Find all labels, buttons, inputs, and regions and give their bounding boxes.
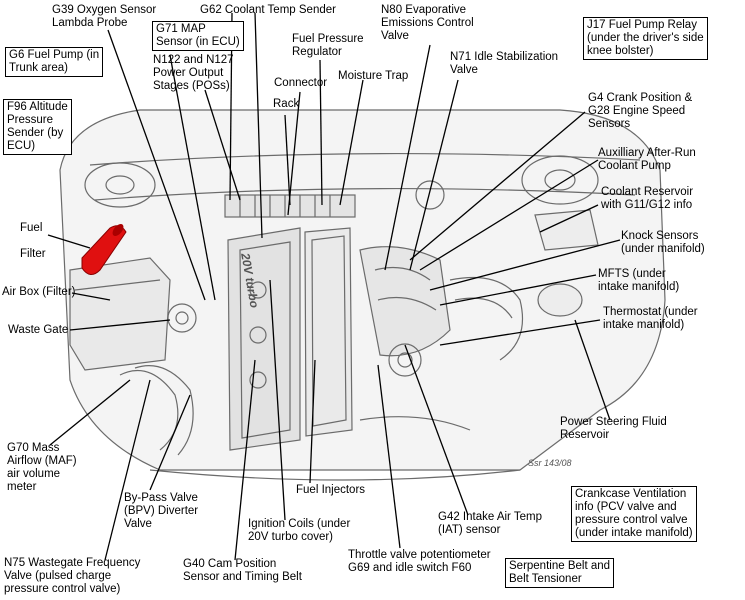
label-serpentine-belt: Serpentine Belt and Belt Tensioner: [505, 558, 615, 588]
label-n75-wastegate: N75 Wastegate Frequency Valve (pulsed ch…: [4, 557, 141, 595]
leader-fuel-filter: [47, 234, 91, 249]
label-ignition-coils: Ignition Coils (under 20V turbo cover): [248, 518, 351, 543]
leader-fpr: [319, 59, 323, 206]
label-coolant-reservoir: Coolant Reservoir with G11/G12 info: [601, 186, 694, 211]
leader-mfts: [439, 274, 597, 306]
label-fuel-pressure-regulator: Fuel Pressure Regulator: [292, 33, 364, 58]
leader-g6: [169, 54, 216, 301]
leader-rack: [284, 114, 291, 206]
leader-ignition: [269, 279, 286, 521]
leader-aux-pump: [419, 159, 599, 271]
label-connector: Connector: [274, 77, 328, 89]
ssr-code: Ssr 143/08: [528, 458, 572, 468]
leader-lines: [47, 12, 621, 561]
label-thermostat: Thermostat (under intake manifold): [603, 306, 698, 331]
leader-thermostat: [439, 319, 601, 346]
label-waste-gate: Waste Gate: [8, 324, 69, 336]
label-air-box: Air Box (Filter): [2, 286, 76, 298]
leader-g39: [107, 29, 206, 301]
label-j17-fuel-pump-relay: J17 Fuel Pump Relay (under the driver's …: [583, 17, 708, 60]
label-crankcase-ventilation: Crankcase Ventilation info (PCV valve an…: [571, 486, 697, 542]
label-power-steering: Power Steering Fluid Reservoir: [560, 416, 667, 441]
label-g70-maf: G70 Mass Airflow (MAF) air volume meter: [7, 442, 77, 493]
leader-waste-gate: [69, 319, 171, 331]
label-knock-sensors: Knock Sensors (under manifold): [621, 230, 705, 255]
label-n71-idle-valve: N71 Idle Stabilization Valve: [450, 51, 559, 76]
label-g71-map-sensor: G71 MAP Sensor (in ECU): [152, 21, 244, 51]
label-g62-coolant-temp: G62 Coolant Temp Sender: [200, 4, 336, 16]
leader-n71: [409, 79, 459, 271]
leader-power-steering: [574, 319, 611, 421]
label-g39-oxygen-sensor: G39 Oxygen Sensor Lambda Probe: [52, 4, 157, 29]
label-moisture-trap: Moisture Trap: [338, 70, 409, 82]
engine-sketch: [59, 109, 666, 481]
label-rack: Rack: [273, 98, 300, 110]
label-fuel-injectors: Fuel Injectors: [296, 484, 366, 496]
leader-n80: [384, 44, 431, 271]
label-g40-cam-position: G40 Cam Position Sensor and Timing Belt: [183, 558, 302, 583]
label-bypass-valve: By-Pass Valve (BPV) Diverter Valve: [124, 492, 199, 530]
label-g4-crank-position: G4 Crank Position & G28 Engine Speed Sen…: [588, 92, 693, 130]
label-n80-evap-valve: N80 Evaporative Emissions Control Valve: [381, 4, 474, 42]
leader-injectors: [309, 359, 316, 484]
leader-moisture: [339, 79, 364, 206]
leader-g40: [234, 359, 256, 561]
leader-throttle: [377, 364, 401, 549]
leader-reservoir: [539, 204, 599, 233]
fuel-filter-shape: [81, 224, 127, 275]
leader-bpv: [149, 394, 191, 491]
leader-knock: [429, 239, 621, 291]
leader-g62: [254, 12, 263, 239]
label-fuel-filter: Fuel Filter: [20, 222, 46, 260]
leader-n75: [104, 379, 151, 561]
label-f96-altitude-sender: F96 Altitude Pressure Sender (by ECU): [3, 99, 72, 155]
leader-g4: [409, 111, 586, 261]
label-mfts: MFTS (under intake manifold): [598, 268, 680, 293]
label-aux-coolant-pump: Auxilliary After-Run Coolant Pump: [598, 147, 696, 172]
label-throttle-valve: Throttle valve potentiometer G69 and idl…: [348, 549, 491, 574]
label-n122-n127-stages: N122 and N127 Power Output Stages (POSs): [153, 54, 234, 92]
label-g42-intake-air-temp: G42 Intake Air Temp (IAT) sensor: [438, 511, 542, 536]
label-g6-fuel-pump: G6 Fuel Pump (in Trunk area): [5, 47, 104, 77]
leader-g42: [404, 344, 469, 516]
leader-n122: [204, 89, 241, 201]
leader-g70: [49, 379, 131, 446]
leader-air-box: [71, 292, 111, 301]
